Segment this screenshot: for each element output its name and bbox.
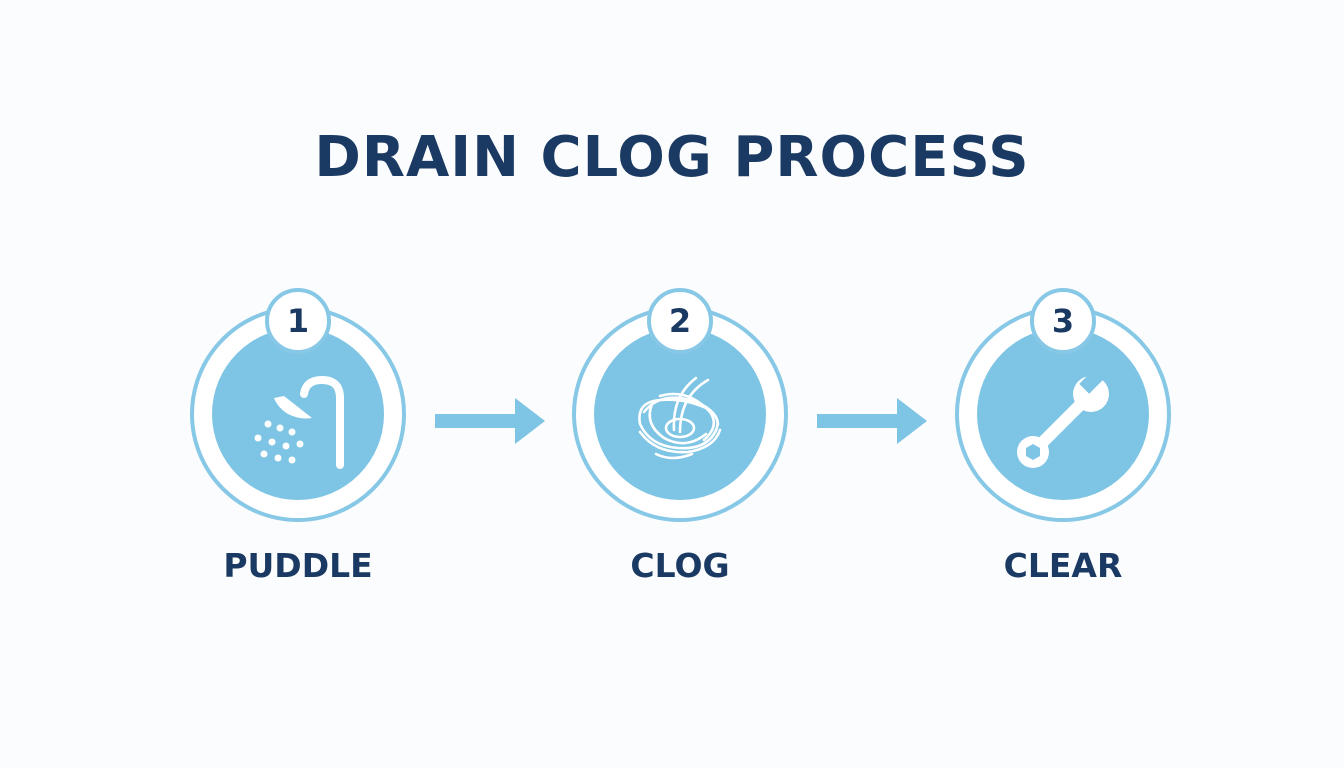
step-number: 1 [287,302,309,340]
step-label: PUDDLE [223,546,373,585]
step-2: 2 CLOG [560,284,800,604]
step-3: 3 CLEAR [943,284,1183,604]
diagram-title: DRAIN CLOG PROCESS [314,125,1030,190]
shower-icon [254,375,344,469]
step-2-graphic: 2 [572,288,788,522]
step-number: 2 [669,302,691,340]
arrow-right-icon [817,398,927,444]
wrench-icon [1017,368,1109,468]
step-3-graphic: 3 [955,288,1171,522]
step-number-badge [1030,288,1096,354]
step-number: 3 [1052,302,1074,340]
step-inner-circle [594,328,766,500]
arrow-right-icon [435,398,545,444]
step-label: CLOG [630,546,730,585]
step-1: 1 PUDDLE [178,284,418,604]
step-label: CLEAR [1003,546,1123,585]
hair-clog-icon [638,376,722,460]
step-number-badge [647,288,713,354]
step-1-graphic: 1 [190,288,406,522]
step-number-badge [265,288,331,354]
